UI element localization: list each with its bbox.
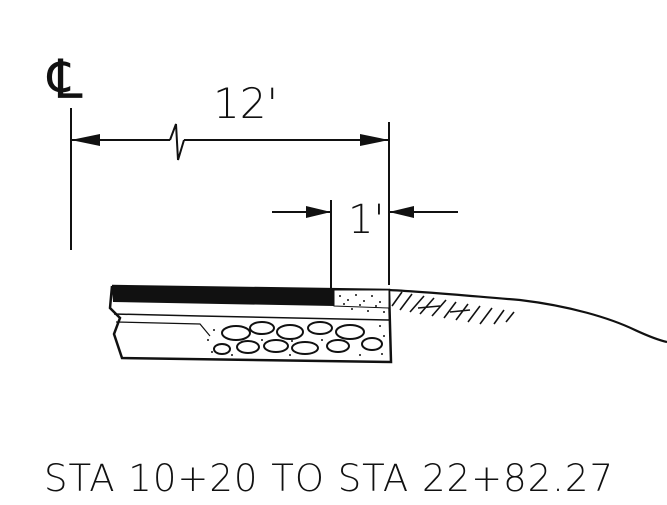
offset-dimension-label: 1' [348,197,384,243]
station-range-label: STA 10+20 TO STA 22+82.27 [44,457,614,500]
pavement-section [108,284,393,364]
offset-dimension-arrows [272,206,458,218]
aggregate-base [213,321,383,355]
centerline-symbol: ℄ [46,48,83,111]
main-dimension-line [71,123,389,161]
ground-hatching [391,291,515,325]
stipple-fill [207,294,385,356]
main-dimension-label: 12' [213,79,278,128]
asphalt-surface-layer [112,286,334,306]
ground-line [388,288,667,344]
shoulder-surface [333,289,390,309]
